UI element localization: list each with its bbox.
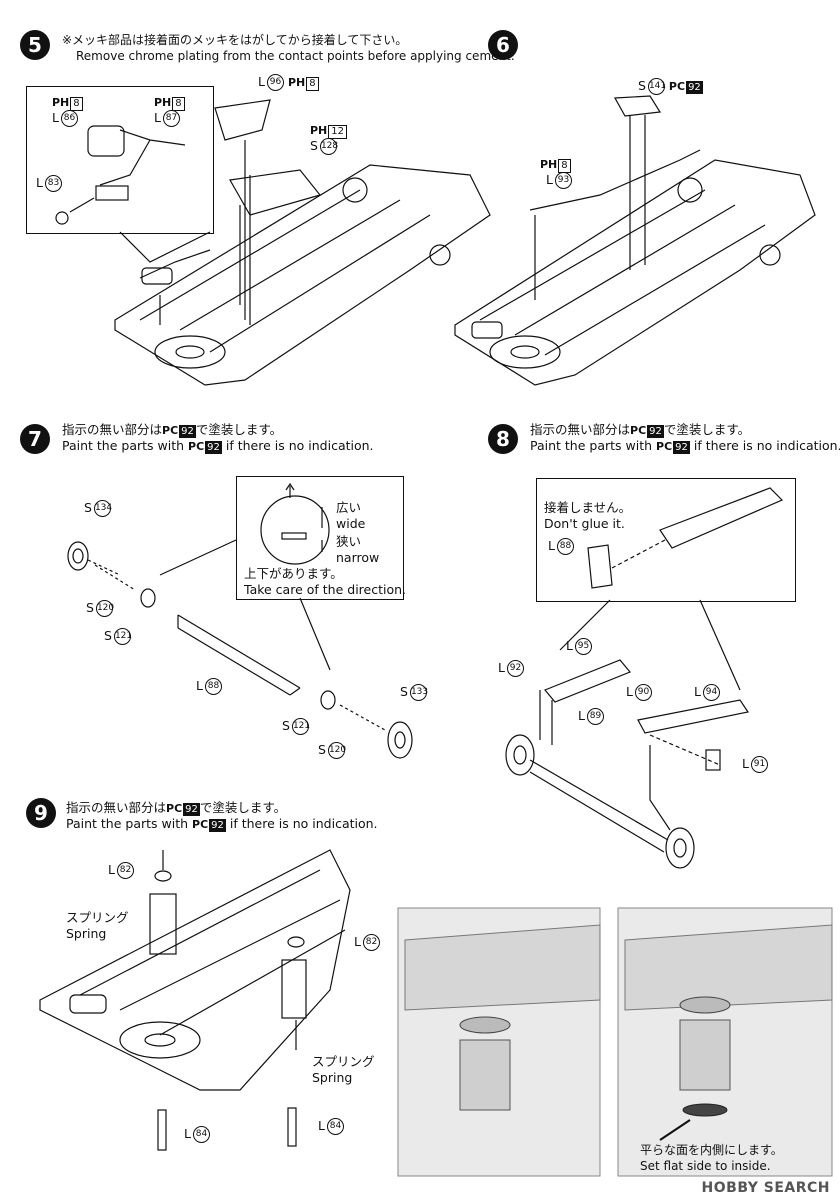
step-7-narrow-ja: 狭い [336, 534, 362, 549]
step-5-note-ja: ※メッキ部品は接着面のメッキをはがしてから接着して下さい。 [62, 33, 408, 47]
step-7-caution-en: Take care of the direction. [244, 582, 407, 597]
step-7-number: 7 [20, 424, 50, 454]
step-9-number: 9 [26, 798, 56, 828]
step-5-number: 5 [20, 30, 50, 60]
step-7-wide-en: wide [336, 516, 366, 531]
spring-label-en-left: Spring [66, 926, 107, 941]
spring-label-ja-left: スプリング [66, 910, 129, 925]
step-7-detail-box [236, 476, 404, 600]
step-7-wide-ja: 広い [336, 500, 362, 515]
step-7-caution-ja: 上下があります。 [244, 566, 343, 581]
step-8-noglue-ja: 接着しません。 [544, 500, 632, 515]
step-7-narrow-en: narrow [336, 550, 380, 565]
step-5-note-en: Remove chrome plating from the contact p… [76, 49, 515, 63]
step-8-number: 8 [488, 424, 518, 454]
flat-side-en: Set flat side to inside. [640, 1159, 771, 1173]
step-8-noglue-en: Don't glue it. [544, 516, 625, 531]
spring-label-ja-right: スプリング [312, 1054, 375, 1069]
step-6-number: 6 [488, 30, 518, 60]
watermark: HOBBY SEARCH [701, 1180, 830, 1196]
spring-label-en-right: Spring [312, 1070, 353, 1085]
flat-side-ja: 平らな面を内側にします。 [640, 1143, 783, 1157]
